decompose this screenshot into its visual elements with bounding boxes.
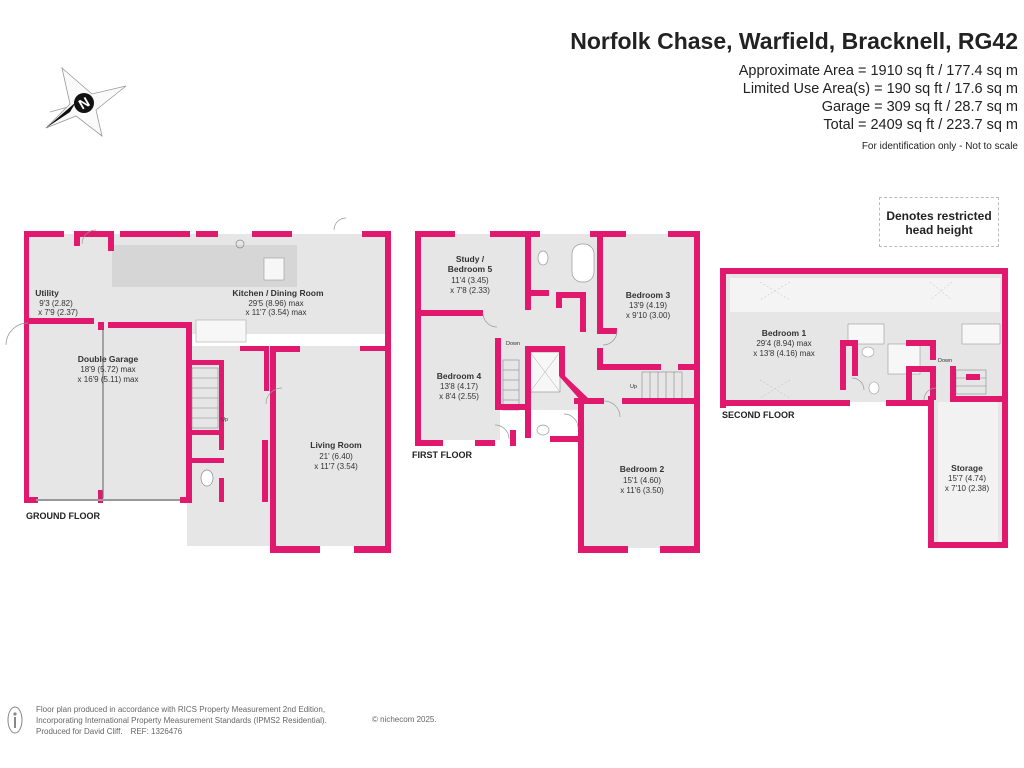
garage-dim-1: 18'9 (5.72) max [80, 365, 135, 374]
bedroom-1-dim-2: x 13'8 (4.16) max [753, 349, 815, 358]
bedroom-1-label: Bedroom 1 [762, 328, 807, 338]
person-icon [7, 706, 23, 734]
footer-line-2: Incorporating International Property Mea… [36, 716, 327, 725]
storage-label: Storage [951, 463, 983, 473]
sink [235, 239, 245, 249]
garage-area: Garage = 309 sq ft / 28.7 sq m [821, 99, 1018, 115]
living-room-label: Living Room [310, 440, 362, 450]
footer-line-3: Produced for David Cliff. [36, 727, 123, 736]
bedroom-3-label: Bedroom 3 [626, 290, 671, 300]
storage-dim-1: 15'7 (4.74) [948, 474, 986, 483]
hob [263, 257, 285, 281]
bedroom-2-dim-2: x 11'6 (3.50) [620, 486, 664, 495]
property-title: Norfolk Chase, Warfield, Bracknell, RG42 [570, 28, 1018, 54]
restricted-height-legend: Denotes restricted head height [879, 197, 999, 247]
bedroom-3-dim-2: x 9'10 (3.00) [626, 311, 671, 320]
bedroom-4-label: Bedroom 4 [437, 371, 482, 381]
ground-floor-label: GROUND FLOOR [26, 511, 100, 521]
bedroom-3-dim-1: 13'9 (4.19) [629, 301, 667, 310]
total-area: Total = 2409 sq ft / 223.7 sq m [823, 117, 1018, 133]
kitchen-dim-1: 29'5 (8.96) max [248, 299, 303, 308]
study-dim-2: x 7'8 (2.33) [450, 286, 490, 295]
area-summary: Approximate Area = 1910 sq ft / 177.4 sq… [739, 62, 1018, 156]
approximate-area: Approximate Area = 1910 sq ft / 177.4 sq… [738, 63, 1018, 79]
second-stairs-down-label: Down [938, 358, 952, 364]
bedroom-4-dim-2: x 8'4 (2.55) [439, 392, 479, 401]
bedroom-4-dim-1: 13'8 (4.17) [440, 382, 478, 391]
study-label-2: Bedroom 5 [448, 264, 493, 274]
legend-line-1: Denotes restricted [886, 209, 992, 223]
footer-ref: REF: 1326476 [130, 727, 183, 736]
kitchen-dim-2: x 11'7 (3.54) max [246, 308, 307, 317]
garage-floor [27, 330, 187, 500]
kitchen-label: Kitchen / Dining Room [232, 288, 324, 298]
footer-line-1: Floor plan produced in accordance with R… [36, 705, 326, 714]
first-stairs-down-label: Down [506, 341, 520, 347]
first-floor-plan: Study / Bedroom 5 11'4 (3.45) x 7'8 (2.3… [412, 231, 700, 553]
second-floor-plan: Bedroom 1 29'4 (8.94) max x 13'8 (4.16) … [720, 268, 1008, 548]
bedroom-1-dim-1: 29'4 (8.94) max [756, 339, 811, 348]
first-stairs-up-label: Up [630, 384, 637, 390]
storage-dim-2: x 7'10 (2.38) [945, 484, 990, 493]
footer-copyright: © nichecom 2025. [372, 715, 437, 724]
kitchen-island [195, 319, 247, 343]
study-dim-1: 11'4 (3.45) [451, 276, 489, 285]
utility-label: Utility [35, 288, 59, 298]
study-label-1: Study / [456, 254, 485, 264]
second-floor-label: SECOND FLOOR [722, 410, 795, 420]
garage-label: Double Garage [78, 354, 139, 364]
wc [200, 469, 214, 487]
utility-dim-2: x 7'9 (2.37) [38, 308, 78, 317]
living-room-dim-2: x 11'7 (3.54) [314, 462, 358, 471]
bedroom-2-dim-1: 15'1 (4.60) [623, 476, 661, 485]
footer-notes: Floor plan produced in accordance with R… [36, 704, 327, 737]
compass-icon: N [45, 66, 127, 137]
garage-dim-2: x 16'9 (5.11) max [78, 375, 139, 384]
limited-use-area: Limited Use Area(s) = 190 sq ft / 17.6 s… [742, 81, 1018, 97]
living-room-dim-1: 21' (6.40) [319, 452, 353, 461]
disclaimer: For identification only - Not to scale [861, 141, 1018, 152]
first-floor-label: FIRST FLOOR [412, 450, 472, 460]
ground-floor-plan: Utility 9'3 (2.82) x 7'9 (2.37) Kitchen … [5, 217, 391, 553]
ground-stairs-up-label: Up [221, 417, 228, 423]
ground-staircase [191, 367, 219, 429]
legend-line-2: head height [905, 223, 973, 237]
bedroom-2-label: Bedroom 2 [620, 464, 665, 474]
utility-dim-1: 9'3 (2.82) [39, 299, 73, 308]
